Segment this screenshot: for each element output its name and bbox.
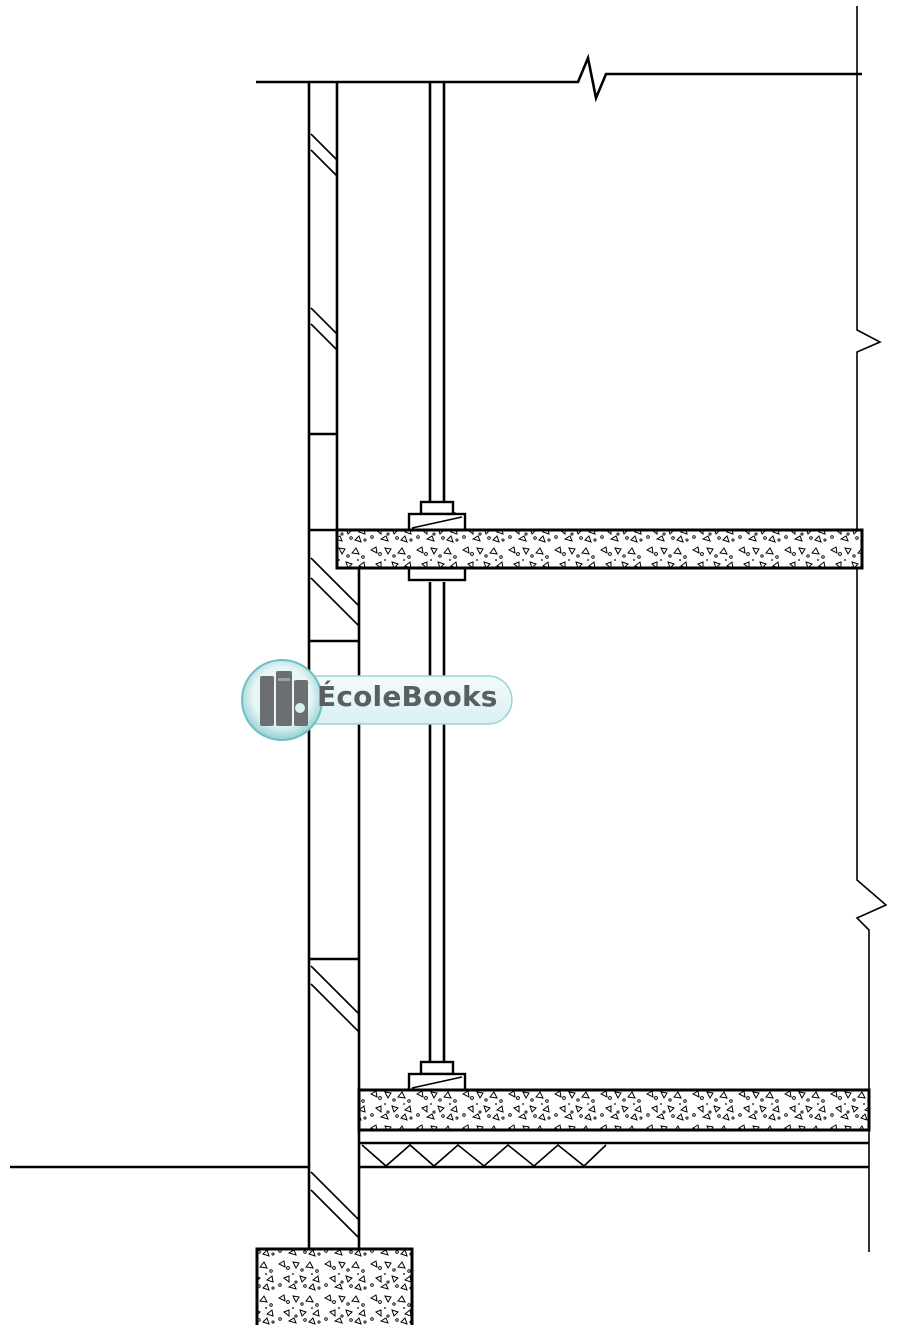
lower-column-connection (407, 1060, 467, 1092)
top-break-line (256, 53, 862, 103)
upper-floor-slab (335, 528, 864, 570)
footing (255, 1247, 414, 1325)
watermark-brand-text: ÉcoleBooks (317, 680, 498, 713)
hardcore-zigzag (361, 1143, 607, 1168)
books-logo-icon (260, 671, 308, 726)
right-break-line (855, 6, 888, 1252)
upper-column-connection (407, 500, 467, 582)
column (428, 82, 446, 1062)
wall-hatching (310, 133, 360, 1239)
watermark-badge (241, 659, 513, 741)
ground-floor-slab (357, 1088, 871, 1132)
watermark: ÉcoleBooks (240, 658, 515, 742)
